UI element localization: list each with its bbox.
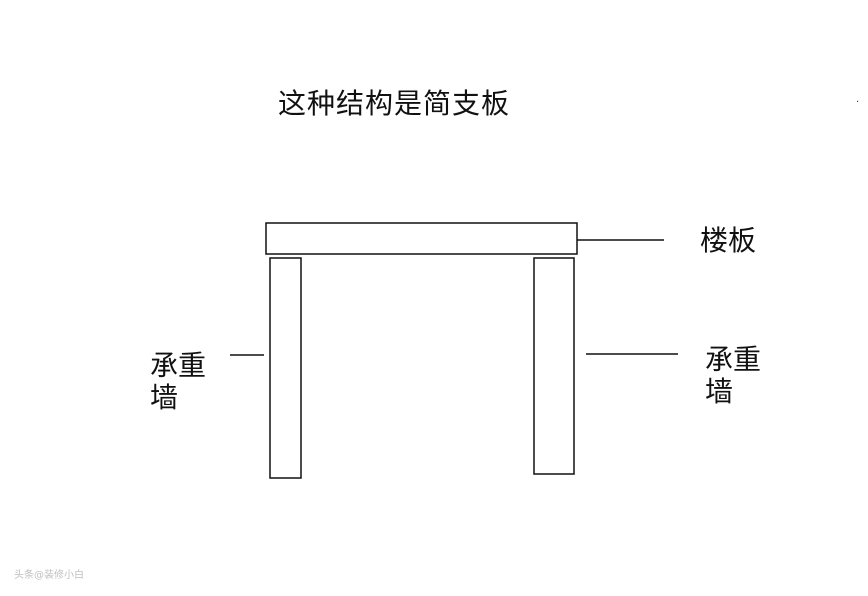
right-wall-label: 承重墙 xyxy=(705,343,762,408)
left-wall-label: 承重墙 xyxy=(150,349,207,414)
watermark: 头条@装修小白 xyxy=(14,570,84,581)
diagram-title: 这种结构是简支板 xyxy=(278,87,511,120)
right-bearing-wall xyxy=(533,257,575,475)
slab-label: 楼板 xyxy=(700,224,757,257)
left-bearing-wall xyxy=(269,257,302,479)
floor-slab xyxy=(265,222,578,255)
edge-mark: · xyxy=(856,97,860,108)
